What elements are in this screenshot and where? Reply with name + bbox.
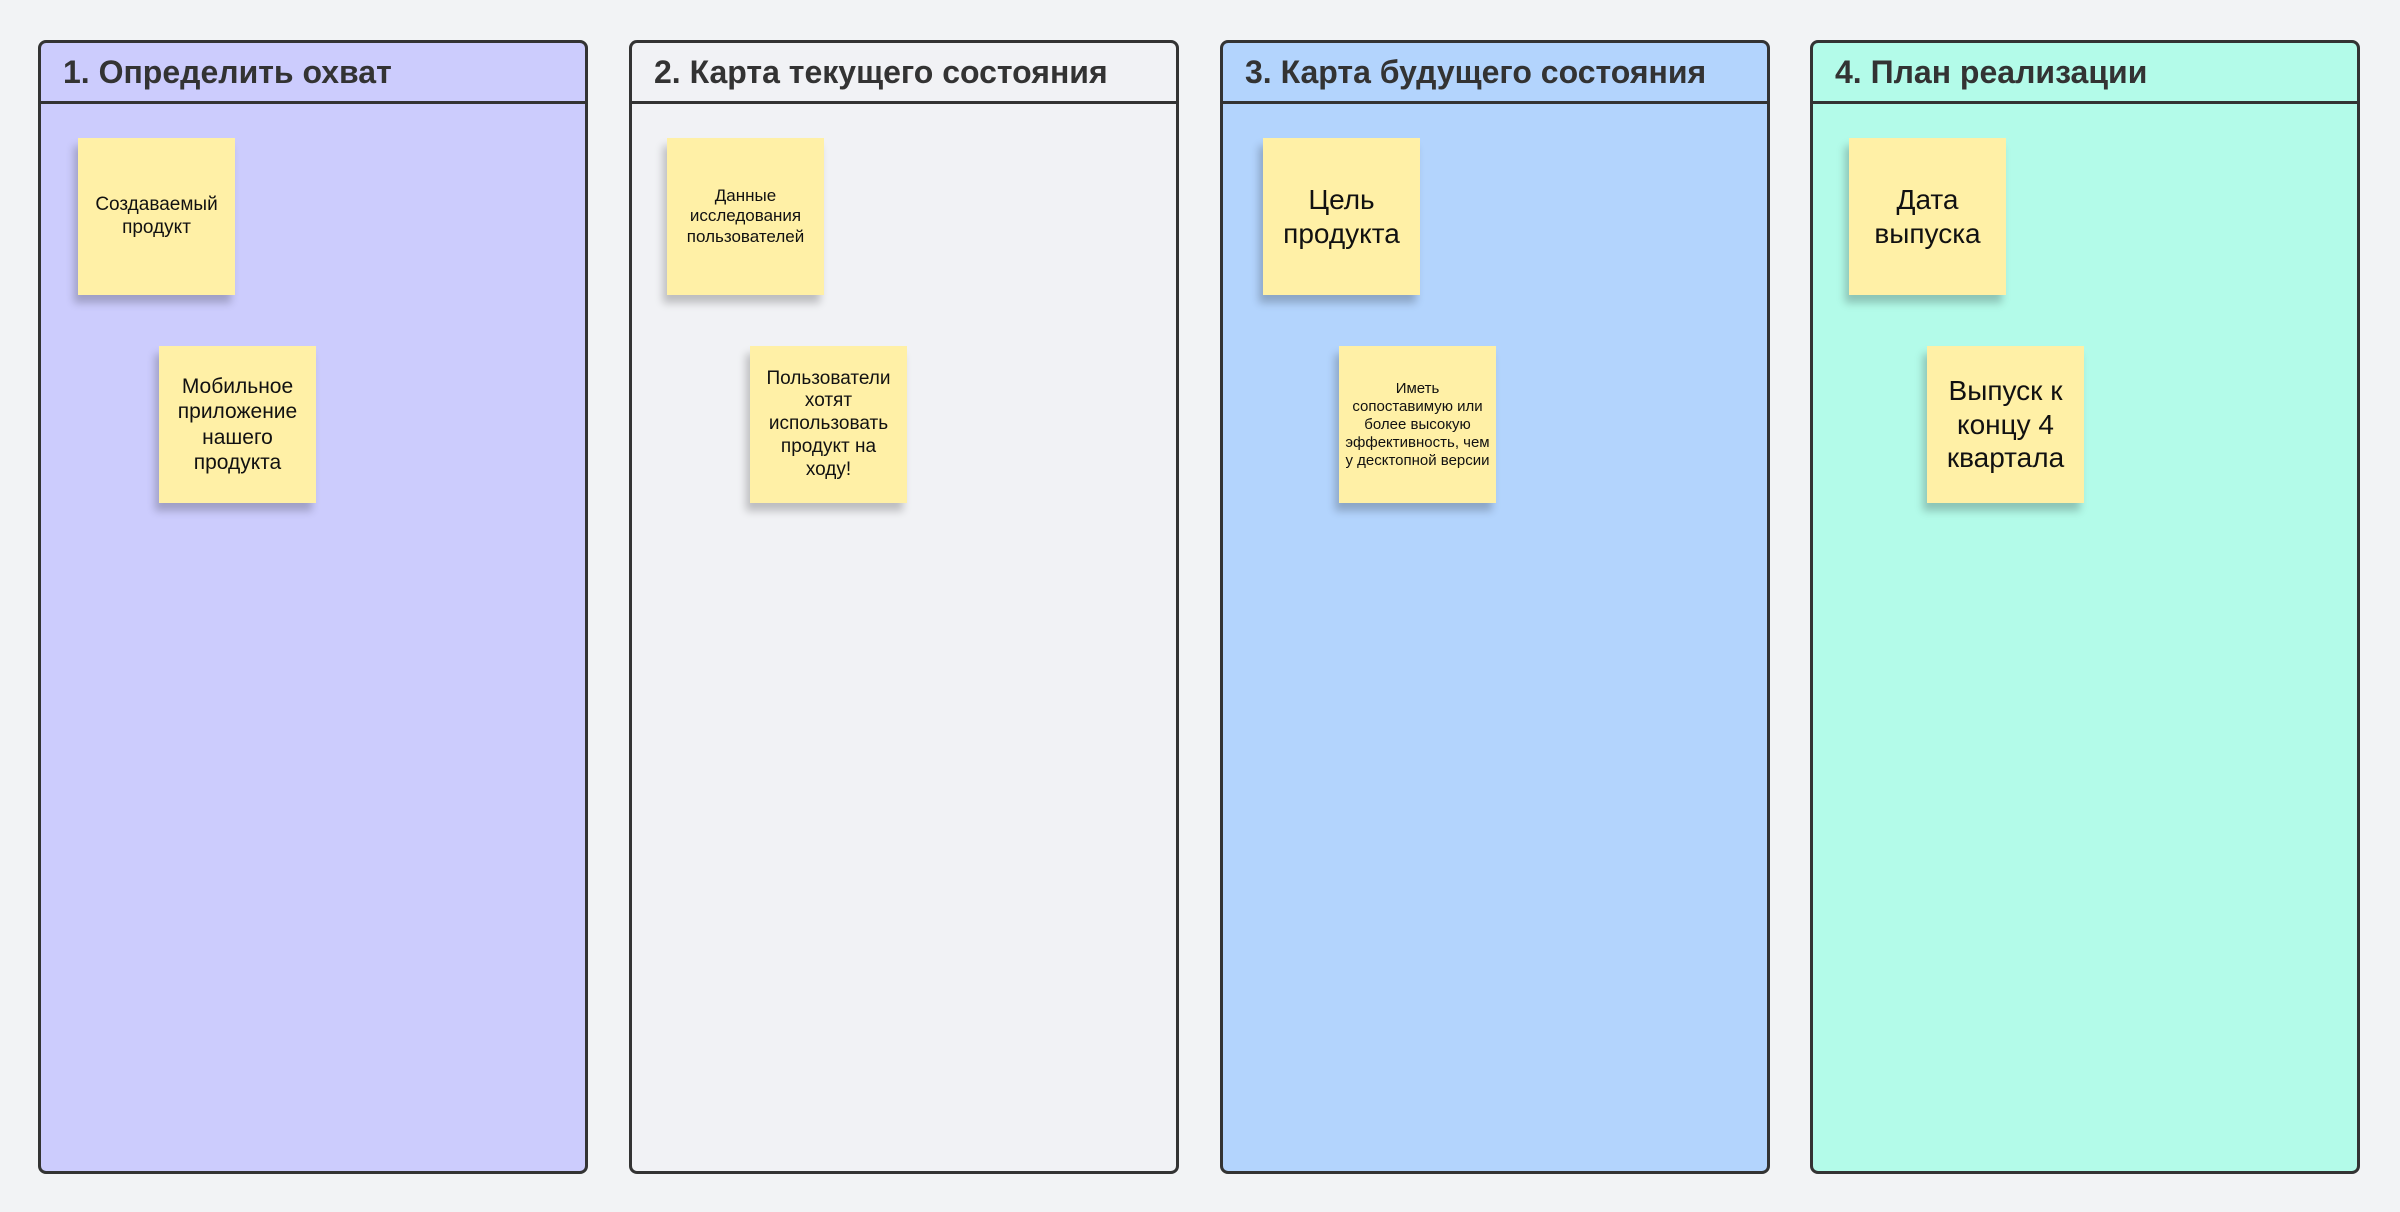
column-title: 1. Определить охват <box>41 43 585 104</box>
column-title: 2. Карта текущего состояния <box>632 43 1176 104</box>
sticky-note[interactable]: Данные исследования пользователей <box>667 138 824 295</box>
sticky-note[interactable]: Иметь сопоставимую или более высокую эфф… <box>1339 346 1496 503</box>
sticky-note[interactable]: Выпуск к концу 4 квартала <box>1927 346 2084 503</box>
sticky-note[interactable]: Мобильное приложение нашего продукта <box>159 346 316 503</box>
sticky-note-text: Выпуск к концу 4 квартала <box>1946 375 2065 474</box>
sticky-note-text: Цель продукта <box>1283 183 1400 249</box>
column-title: 3. Карта будущего состояния <box>1223 43 1767 104</box>
sticky-note[interactable]: Дата выпуска <box>1849 138 2006 295</box>
sticky-note-text: Дата выпуска <box>1874 183 1981 249</box>
sticky-note[interactable]: Создаваемый продукт <box>78 138 235 295</box>
sticky-note-text: Мобильное приложение нашего продукта <box>177 375 298 474</box>
sticky-note-text: Создаваемый продукт <box>95 193 218 238</box>
sticky-note[interactable]: Пользователи хотят использовать продукт … <box>750 346 907 503</box>
column-title: 4. План реализации <box>1813 43 2357 104</box>
sticky-note-text: Пользователи хотят использовать продукт … <box>766 367 891 480</box>
sticky-note[interactable]: Цель продукта <box>1263 138 1420 295</box>
sticky-note-text: Иметь сопоставимую или более высокую эфф… <box>1345 379 1490 469</box>
sticky-note-text: Данные исследования пользователей <box>686 185 805 246</box>
